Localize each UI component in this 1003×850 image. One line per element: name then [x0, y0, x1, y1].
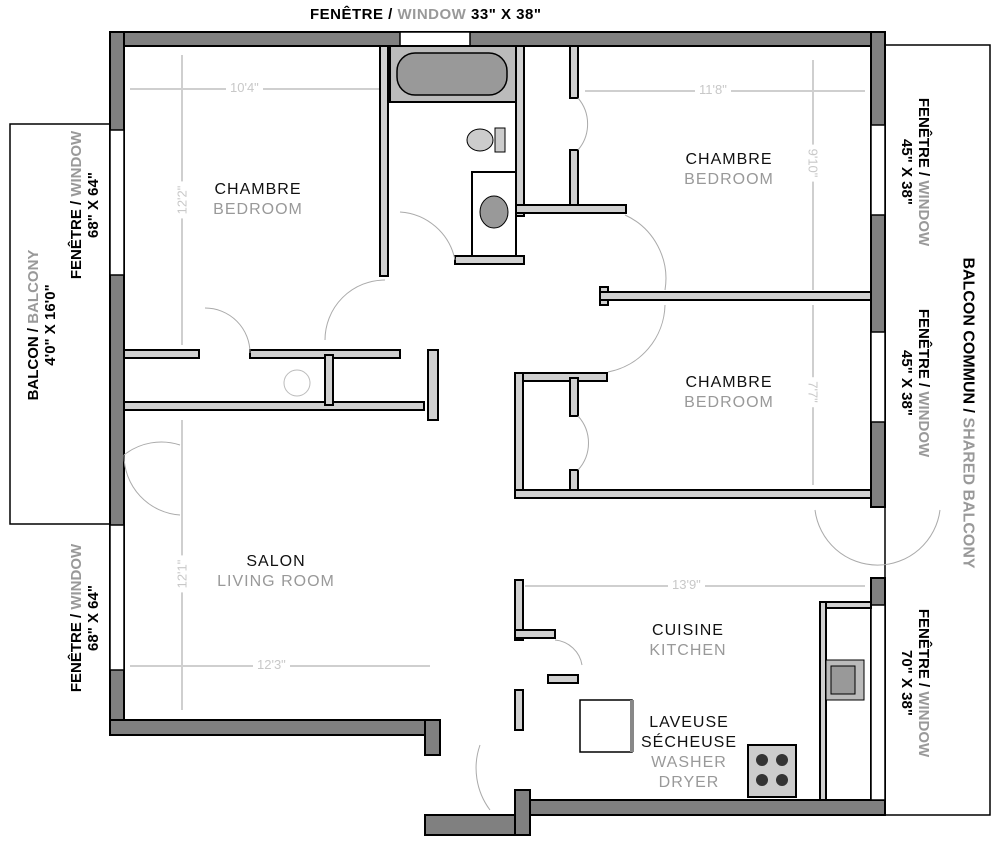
- room-name-fr: SÉCHEUSE: [640, 734, 738, 751]
- window-size: 33" X 38": [471, 6, 542, 23]
- balcony-size: 4'0" X 16'0": [42, 284, 59, 366]
- bathroom-sink-icon: [471, 171, 517, 257]
- room-bedroom-right-bottom: CHAMBRE BEDROOM: [684, 373, 774, 413]
- room-name-fr: LAVEUSE: [649, 714, 729, 731]
- top-window-label: FENÊTRE / WINDOW 33" X 38": [310, 6, 541, 23]
- room-name-fr: CHAMBRE: [685, 374, 773, 391]
- door-swings: [123, 97, 941, 811]
- label-en: WINDOW: [915, 391, 932, 458]
- shared-balcony-area: [884, 44, 991, 816]
- window-size: 70" X 38": [898, 650, 915, 716]
- window-size: 45" X 38": [898, 350, 915, 416]
- toilet-icon: [466, 127, 506, 153]
- windows: [109, 31, 886, 801]
- room-name-fr: CHAMBRE: [214, 181, 302, 198]
- room-bedroom-left: CHAMBRE BEDROOM: [213, 180, 303, 220]
- label-en: WINDOW: [915, 180, 932, 247]
- water-heater-icon: [283, 369, 311, 397]
- right-window-2-label: FENÊTRE / WINDOW 45" X 38": [898, 309, 932, 457]
- label-en: WINDOW: [915, 691, 932, 758]
- washer-dryer-icon: [579, 699, 634, 753]
- bathtub-icon: [389, 45, 517, 103]
- dimension-bedroom-right-bottom-depth: 7'7": [805, 377, 821, 407]
- label-fr: FENÊTRE /: [310, 6, 393, 23]
- label-en: WINDOW: [68, 543, 85, 610]
- label-en: WINDOW: [397, 6, 467, 23]
- label-fr: FENÊTRE /: [915, 97, 932, 177]
- dimension-bedroom-left-width: 10'4": [226, 80, 263, 95]
- room-name-en: BEDROOM: [213, 201, 303, 218]
- dimension-living-width: 12'3": [253, 657, 290, 672]
- left-balcony-label: BALCON / BALCONY 4'0" X 16'0": [25, 250, 59, 401]
- room-name-en: WASHER: [651, 754, 727, 771]
- kitchen-sink-icon: [825, 659, 865, 701]
- label-fr: FENÊTRE /: [68, 200, 85, 280]
- stove-icon: [747, 744, 797, 798]
- label-en: SHARED BALCONY: [959, 417, 977, 569]
- label-fr: BALCON /: [25, 327, 42, 401]
- right-window-3-label: FENÊTRE / WINDOW 70" X 38": [898, 609, 932, 757]
- dimension-kitchen-width: 13'9": [668, 577, 705, 592]
- shared-balcony-label: BALCON COMMUN / SHARED BALCONY: [960, 257, 977, 568]
- interior-walls: [123, 45, 872, 801]
- room-name-en: BEDROOM: [684, 394, 774, 411]
- room-name-en: LIVING ROOM: [217, 573, 335, 590]
- label-en: BALCONY: [25, 249, 42, 324]
- room-name-en: BEDROOM: [684, 171, 774, 188]
- left-balcony-area: [9, 123, 111, 525]
- left-window-lower-label: FENÊTRE / WINDOW 68" X 64": [68, 544, 102, 692]
- label-en: WINDOW: [68, 130, 85, 197]
- window-size: 68" X 64": [85, 585, 102, 651]
- label-fr: BALCON COMMUN /: [959, 257, 977, 413]
- room-kitchen: CUISINE KITCHEN: [649, 621, 726, 661]
- room-name-en: DRYER: [658, 774, 720, 791]
- room-laundry: LAVEUSE SÉCHEUSE WASHER DRYER: [641, 713, 737, 793]
- dimension-bedroom-left-depth: 12'2": [174, 181, 190, 219]
- window-size: 68" X 64": [85, 172, 102, 238]
- room-name-fr: CUISINE: [652, 622, 724, 639]
- room-living: SALON LIVING ROOM: [217, 552, 335, 592]
- room-name-fr: CHAMBRE: [685, 151, 773, 168]
- room-name-en: KITCHEN: [649, 642, 727, 659]
- room-bedroom-right-top: CHAMBRE BEDROOM: [684, 150, 774, 190]
- label-fr: FENÊTRE /: [915, 308, 932, 388]
- dimension-living-depth: 12'1": [174, 555, 190, 593]
- label-fr: FENÊTRE /: [68, 613, 85, 693]
- label-fr: FENÊTRE /: [915, 608, 932, 688]
- right-window-1-label: FENÊTRE / WINDOW 45" X 38": [898, 98, 932, 246]
- dimension-bedroom-right-top-width: 11'8": [695, 82, 731, 97]
- dimension-bedroom-right-top-depth: 9'10": [805, 144, 821, 182]
- left-window-upper-label: FENÊTRE / WINDOW 68" X 64": [68, 131, 102, 279]
- window-size: 45" X 38": [898, 139, 915, 205]
- room-name-fr: SALON: [246, 553, 306, 570]
